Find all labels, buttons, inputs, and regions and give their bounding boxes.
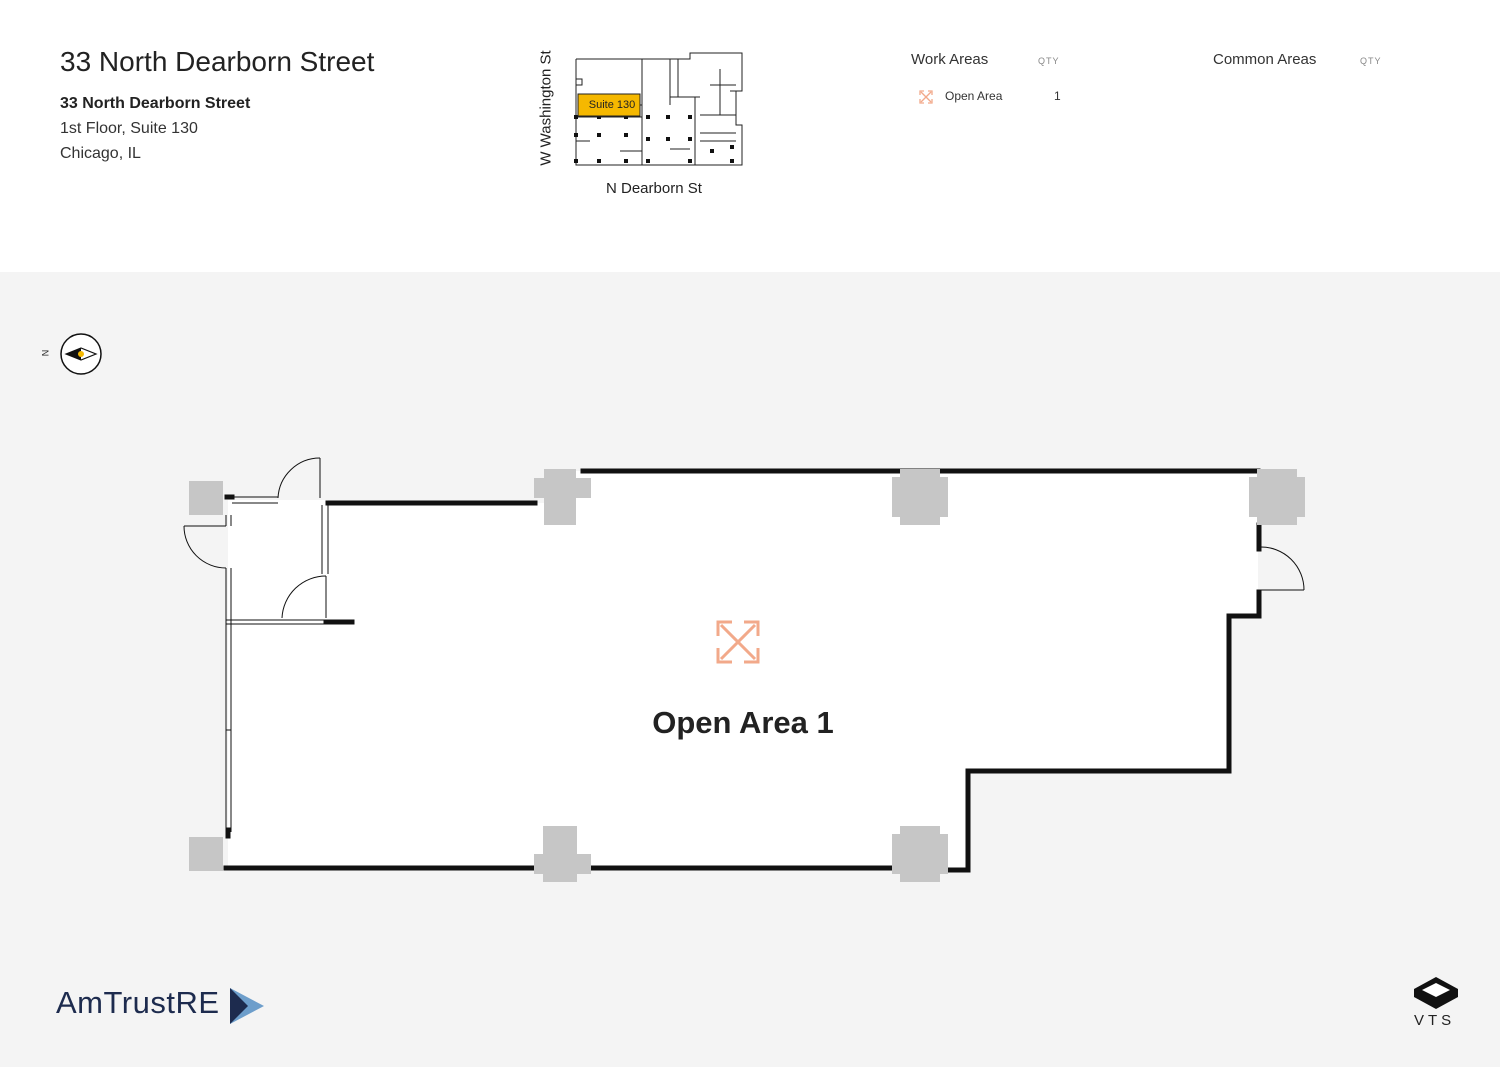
vts-logo-mark [1414, 977, 1458, 1009]
header-panel: 33 North Dearborn Street 33 North Dearbo… [0, 0, 1500, 272]
legend-common-areas-heading: Common Areas [1213, 51, 1317, 68]
city: Chicago, IL [60, 145, 141, 162]
compass-icon [60, 333, 102, 375]
key-plan-suite-highlight [577, 93, 641, 117]
key-plan-suite-label: Suite 130 [589, 99, 635, 111]
legend-item-open-area-qty: 1 [1054, 89, 1061, 103]
vts-logo-text: VTS [1414, 1012, 1456, 1029]
room-label: Open Area 1 [652, 705, 833, 740]
amtrust-logo-mark [230, 988, 264, 1024]
street-label-dearborn: N Dearborn St [606, 180, 702, 197]
page-title: 33 North Dearborn Street [60, 46, 375, 77]
street-label-washington: W Washington St [537, 50, 555, 166]
floor-plan: Open Area 1 [183, 457, 1305, 882]
legend-common-qty-heading: QTY [1360, 56, 1382, 66]
amtrust-logo-text: AmTrustRE [56, 985, 220, 1020]
legend-item-open-area: Open Area [945, 89, 1003, 103]
glazing-walls [225, 496, 329, 832]
legend-work-areas-heading: Work Areas [911, 51, 989, 68]
building-name: 33 North Dearborn Street [60, 95, 251, 112]
key-plan: Suite 130 [574, 52, 743, 166]
amtrust-logo: AmTrustRE [56, 985, 220, 1021]
doors [183, 457, 1305, 619]
expand-arrows-icon [919, 90, 933, 104]
columns [189, 469, 1305, 882]
floor-suite: 1st Floor, Suite 130 [60, 120, 198, 137]
open-area-1-region [228, 471, 1258, 870]
legend-work-qty-heading: QTY [1038, 56, 1060, 66]
expand-arrows-icon [716, 620, 760, 664]
